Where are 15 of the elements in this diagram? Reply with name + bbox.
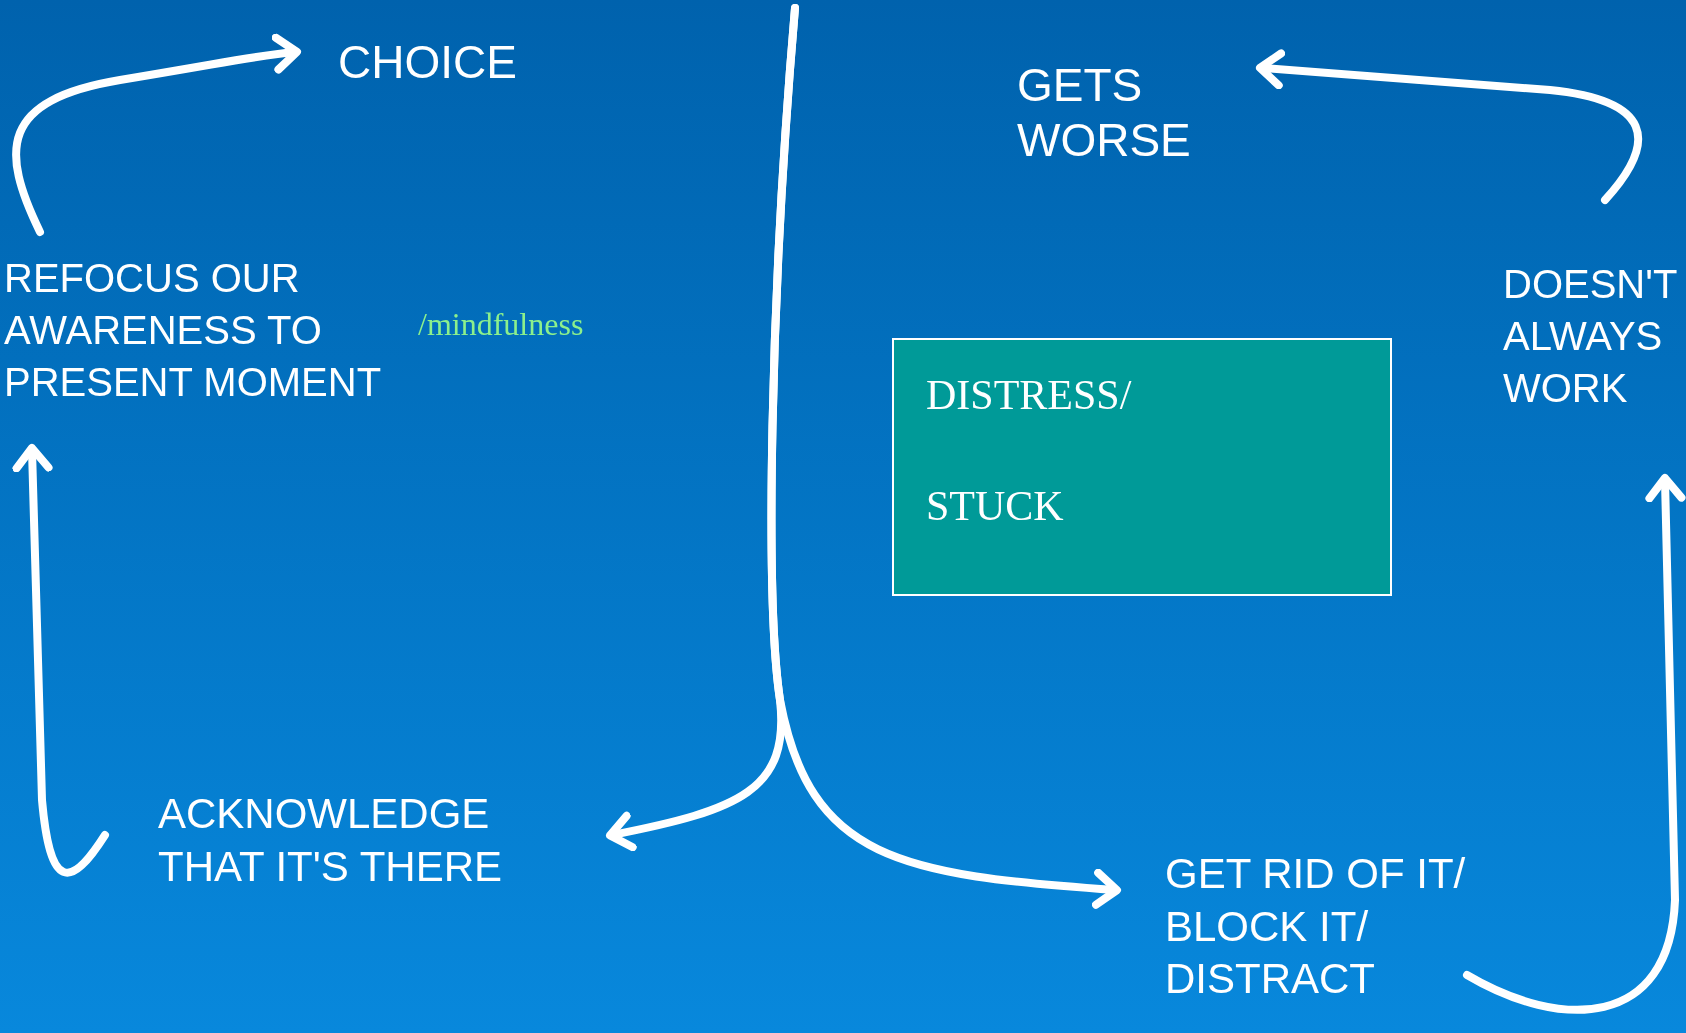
arrow	[12, 444, 109, 877]
step-label: GET RID OF IT/ BLOCK IT/ DISTRACT	[1165, 848, 1585, 1006]
arrow	[767, 4, 1121, 909]
state-text: DISTRESS/	[926, 371, 1132, 420]
step-label: CHOICE	[338, 28, 598, 97]
arrow	[12, 33, 301, 236]
arrow	[1256, 49, 1643, 204]
step-label: GETS WORSE	[1017, 58, 1257, 169]
step-label: DOESN'T ALWAYS WORK	[1503, 258, 1685, 414]
step-label: ACKNOWLEDGE THAT IT'S THERE	[158, 788, 588, 893]
step-label: REFOCUS OUR AWARENESS TO PRESENT MOMENT	[4, 252, 409, 408]
state-text: STUCK	[926, 482, 1064, 531]
arrow	[1463, 474, 1686, 1014]
state-box	[892, 338, 1392, 596]
note-text: /mindfulness	[418, 305, 584, 344]
